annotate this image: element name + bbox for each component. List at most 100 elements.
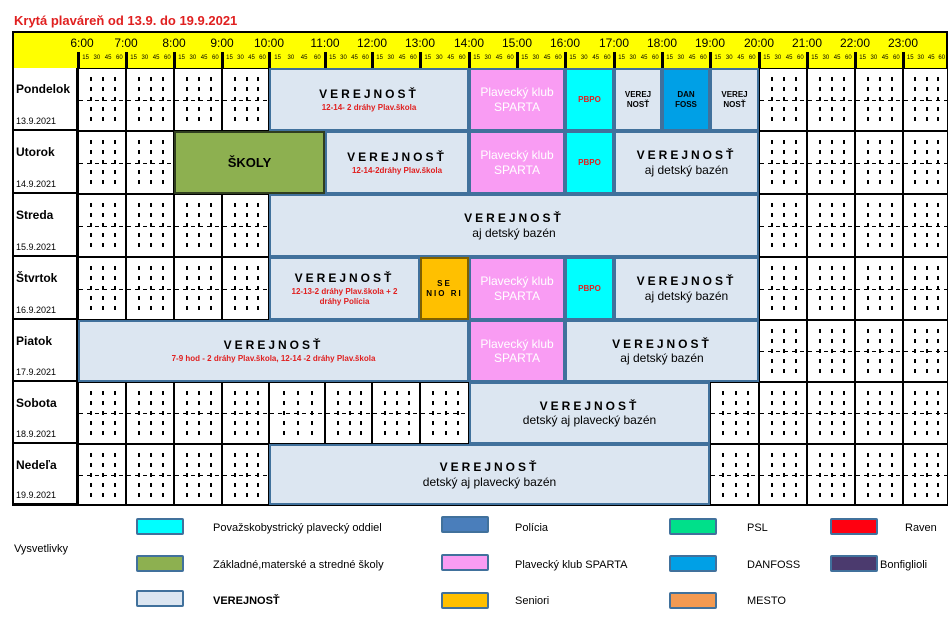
dash-line bbox=[114, 453, 116, 500]
slot-sparta[interactable]: Plavecký klub SPARTA bbox=[469, 257, 565, 320]
empty-slot bbox=[759, 257, 807, 320]
minute-label: 45 bbox=[447, 55, 455, 61]
minute-label: 60 bbox=[555, 55, 562, 61]
legend-label: Plavecký klub SPARTA bbox=[515, 559, 628, 571]
minute-label: 60 bbox=[748, 55, 756, 61]
minute-label: 60 bbox=[259, 55, 266, 61]
slot-sparta[interactable]: Plavecký klub SPARTA bbox=[469, 68, 565, 131]
minute-label: 45 bbox=[300, 55, 308, 61]
slot-pbpo[interactable]: PBPO bbox=[565, 131, 614, 194]
dash-line bbox=[138, 391, 140, 439]
hour-tick bbox=[709, 52, 712, 68]
slot-verejnost[interactable]: VEREJ NOSŤ bbox=[614, 68, 662, 131]
hour-label: 9:00 bbox=[210, 36, 234, 50]
dash-line bbox=[819, 203, 821, 252]
dash-line bbox=[245, 453, 248, 500]
slot-verejnost[interactable]: VEREJ NOSŤ bbox=[710, 68, 759, 131]
legend-swatch-pbpo bbox=[136, 518, 184, 535]
minute-label: 30 bbox=[435, 55, 443, 61]
dash-line bbox=[914, 329, 917, 377]
minute-label: 30 bbox=[484, 55, 492, 61]
slot-danfoss[interactable]: DAN FOSS bbox=[662, 68, 710, 131]
hour-tick bbox=[613, 52, 616, 68]
legend-label: Raven bbox=[905, 522, 937, 534]
slot-sparta[interactable]: Plavecký klub SPARTA bbox=[469, 320, 565, 382]
dash-line bbox=[808, 162, 854, 164]
dash-line bbox=[79, 99, 125, 101]
dash-line bbox=[102, 140, 104, 189]
dash-line bbox=[879, 391, 881, 439]
empty-slot bbox=[855, 194, 903, 257]
minute-label: 60 bbox=[410, 55, 417, 61]
dash-line bbox=[150, 77, 152, 126]
dash-line bbox=[904, 413, 947, 414]
empty-slot bbox=[325, 382, 372, 444]
empty-slot bbox=[174, 68, 222, 131]
minute-label: 30 bbox=[387, 55, 395, 61]
dash-line bbox=[223, 225, 268, 227]
dash-line bbox=[223, 99, 268, 101]
dash-line bbox=[245, 391, 248, 439]
dash-line bbox=[734, 453, 737, 500]
legend-label: VEREJNOSŤ bbox=[213, 595, 280, 607]
legend-swatch-verejnost bbox=[136, 590, 184, 607]
slot-title: DAN FOSS bbox=[675, 89, 697, 109]
dash-line bbox=[138, 203, 140, 252]
dash-line bbox=[162, 391, 164, 439]
dash-line bbox=[808, 99, 854, 101]
slot-sparta[interactable]: Plavecký klub SPARTA bbox=[469, 131, 565, 194]
hour-label: 23:00 bbox=[887, 36, 919, 50]
dash-line bbox=[925, 266, 928, 315]
slot-pbpo[interactable]: PBPO bbox=[565, 257, 614, 320]
dash-line bbox=[444, 391, 447, 439]
dash-line bbox=[867, 453, 869, 500]
minute-label: 15 bbox=[859, 55, 866, 61]
day-name: Streda bbox=[16, 208, 54, 222]
minute-label: 30 bbox=[93, 55, 101, 61]
dash-line bbox=[233, 391, 236, 439]
dash-line bbox=[722, 453, 725, 500]
dash-line bbox=[843, 140, 845, 189]
dash-line bbox=[819, 77, 821, 126]
dash-line bbox=[127, 225, 173, 227]
slot-pbpo[interactable]: PBPO bbox=[565, 68, 614, 131]
dash-line bbox=[162, 266, 164, 315]
dash-line bbox=[760, 351, 806, 352]
day-date: 16.9.2021 bbox=[16, 305, 57, 315]
dash-line bbox=[904, 99, 947, 101]
legend-swatch-psl bbox=[669, 518, 717, 535]
slot-skoly[interactable]: ŠKOLY bbox=[174, 131, 325, 194]
legend-label: MESTO bbox=[747, 595, 786, 607]
dash-line bbox=[936, 329, 939, 377]
hour-label: 8:00 bbox=[162, 36, 186, 50]
dash-line bbox=[843, 266, 845, 315]
empty-slot bbox=[222, 257, 269, 320]
slot-seniori[interactable]: SE NIO RI bbox=[420, 257, 469, 320]
slot-title: VEREJNOSŤ bbox=[636, 148, 737, 163]
slot-subtitle: 12-13-2 dráhy Plav.škola + 2 dráhy Políc… bbox=[291, 287, 398, 306]
minute-label: 60 bbox=[938, 55, 946, 61]
dash-line bbox=[856, 288, 902, 290]
dash-line bbox=[914, 203, 917, 252]
dash-line bbox=[162, 77, 164, 126]
minute-label: 45 bbox=[248, 55, 255, 61]
dash-line bbox=[831, 140, 833, 189]
dash-line bbox=[102, 453, 104, 500]
minute-label: 15 bbox=[473, 55, 480, 61]
empty-slot bbox=[126, 131, 174, 194]
dash-line bbox=[257, 203, 260, 252]
